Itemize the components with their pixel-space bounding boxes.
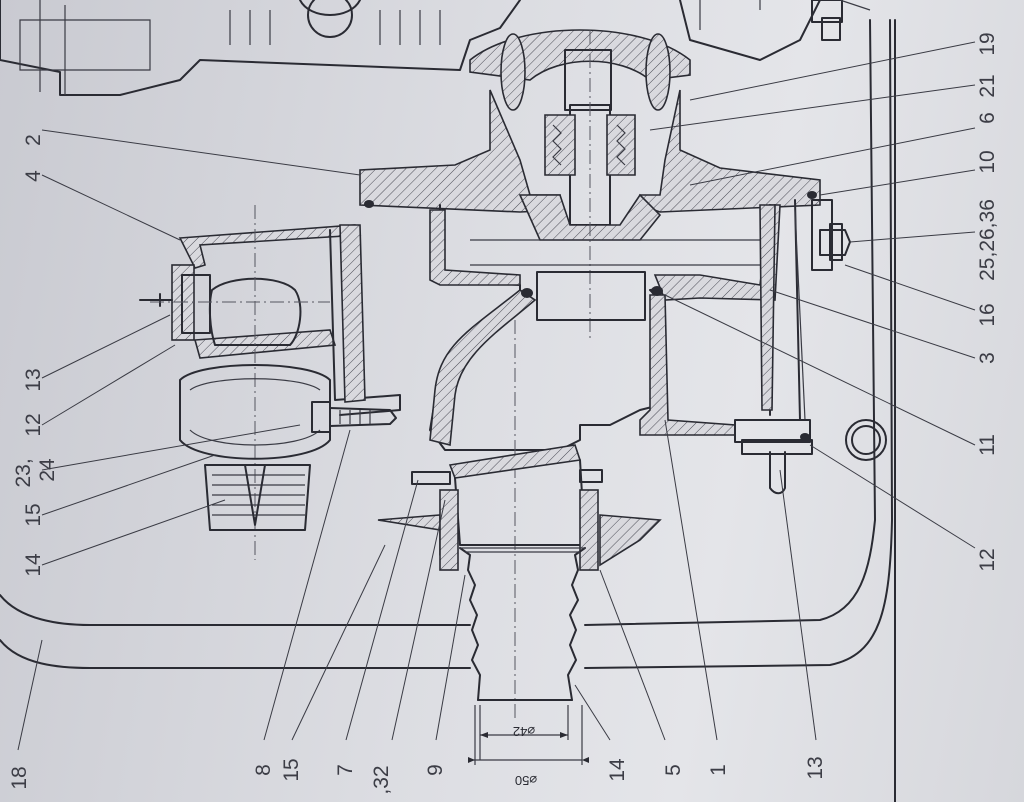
callout-9: 9: [424, 764, 447, 776]
callout-14-left: 14: [22, 553, 45, 577]
callouts-bottom: 8 15 7 ,32 9 14 5 1 13: [252, 756, 827, 794]
callout-32: ,32: [370, 765, 393, 794]
engine-housing: [0, 0, 871, 96]
callout-8: 8: [252, 764, 275, 776]
callout-21: 21: [976, 74, 999, 97]
callout-19: 19: [976, 32, 999, 55]
callout-11: 11: [976, 434, 999, 456]
callout-4: 4: [22, 170, 45, 182]
callout-18: 18: [8, 766, 31, 789]
dimension-inner-diameter: ⌀42: [513, 724, 535, 739]
callouts-right: 19 21 6 10 25,26,36 16 3 11 12: [976, 32, 999, 571]
callout-25-26-36: 25,26,36: [976, 199, 999, 281]
callout-3: 3: [976, 352, 999, 364]
callout-5: 5: [662, 764, 685, 776]
impeller-housing: [359, 29, 821, 340]
callout-15-left: 15: [22, 503, 45, 526]
leader-lines: [17, 41, 976, 751]
suction-housing: [139, 205, 401, 560]
callout-23-24: 23, 24: [12, 452, 59, 487]
callout-1: 1: [707, 764, 730, 776]
callout-12-left: 12: [22, 413, 45, 436]
callout-13-left: 13: [22, 368, 45, 391]
callout-23: 23,: [12, 458, 35, 487]
frame-and-fasteners: [0, 19, 896, 802]
callouts-left: 2 4 13 12 23, 24 15 14 18: [8, 134, 59, 790]
callout-12-right: 12: [976, 548, 999, 571]
callout-15-bottom: 15: [280, 758, 303, 781]
callout-10: 10: [976, 150, 999, 173]
callout-6: 6: [976, 112, 999, 124]
dimension-outer-diameter: ⌀50: [515, 773, 537, 788]
callout-2: 2: [22, 134, 45, 146]
callout-7: 7: [334, 764, 357, 776]
outlet-fitting: [377, 444, 662, 765]
callout-16: 16: [976, 303, 999, 326]
callout-13-bottom: 13: [804, 756, 827, 779]
callout-14-bottom: 14: [606, 758, 629, 782]
callout-24: 24: [36, 458, 59, 482]
dimension-labels: ⌀42 ⌀50: [513, 724, 537, 788]
